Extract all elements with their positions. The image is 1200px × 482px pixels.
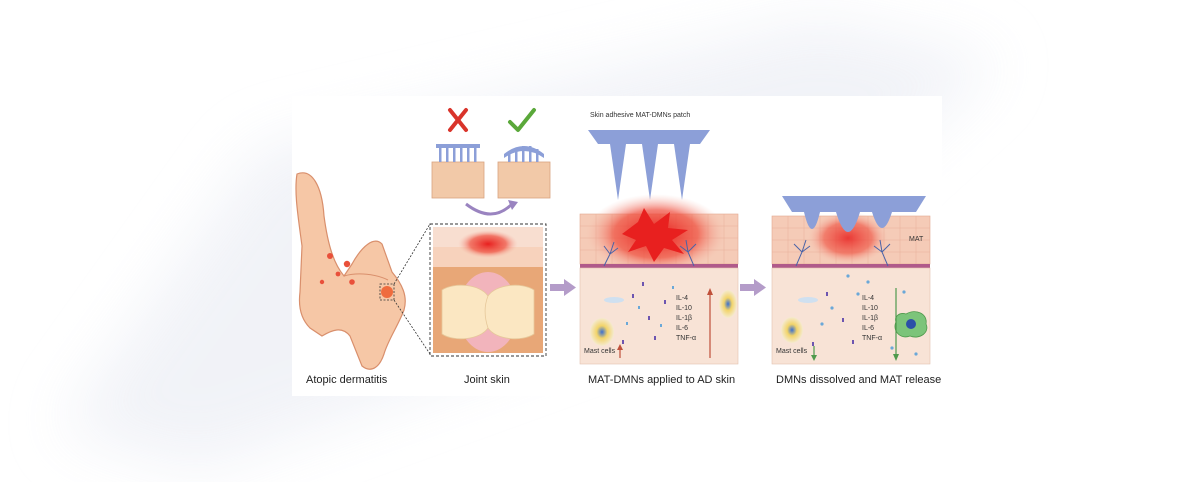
figure-drawing xyxy=(295,108,931,370)
rigid-patch-skin-block xyxy=(431,144,485,199)
hand-illustration xyxy=(295,172,431,370)
cytokine-label: IL-4 xyxy=(862,295,875,302)
cytokine-label: TNF-α xyxy=(862,335,882,342)
check-icon xyxy=(508,108,536,132)
cytokine-label: IL-10 xyxy=(862,305,878,312)
cytokine-label: IL-4 xyxy=(676,295,689,302)
cytokine-label: IL-10 xyxy=(676,305,692,312)
flow-arrow-icon xyxy=(550,279,576,296)
mat-label: MAT xyxy=(909,236,924,243)
flexible-patch-skin-block xyxy=(497,146,551,199)
cytokine-label: IL-1β xyxy=(676,315,693,322)
cytokine-label: IL-6 xyxy=(676,325,689,332)
caption-atopic-dermatitis: Atopic dermatitis xyxy=(306,374,388,386)
joint-cross-section xyxy=(429,223,547,357)
curved-arrow-icon xyxy=(465,202,514,216)
released-cytokine-list: IL-4 IL-10 IL-1β IL-6 TNF-α xyxy=(862,294,882,344)
cytokine-label: IL-6 xyxy=(862,325,875,332)
figure: Skin adhesive MAT-DMNs patch MAT IL-4 IL… xyxy=(292,96,942,396)
cytokine-label: IL-1β xyxy=(862,315,879,322)
flow-arrow-icon xyxy=(740,279,766,296)
released-mast-label: Mast cells xyxy=(776,348,808,355)
cytokine-label: TNF-α xyxy=(676,335,696,342)
released-skin-section xyxy=(771,196,931,365)
applied-mast-label: Mast cells xyxy=(584,348,616,355)
caption-joint-skin: Joint skin xyxy=(464,374,510,386)
applied-cytokine-list: IL-4 IL-10 IL-1β IL-6 TNF-α xyxy=(676,294,696,344)
caption-released: DMNs dissolved and MAT release xyxy=(776,374,942,386)
applied-skin-section xyxy=(579,194,739,365)
cross-icon xyxy=(448,108,468,132)
caption-applied: MAT-DMNs applied to AD skin xyxy=(588,374,736,386)
applied-patch xyxy=(588,130,710,200)
patch-label: Skin adhesive MAT-DMNs patch xyxy=(590,112,691,119)
